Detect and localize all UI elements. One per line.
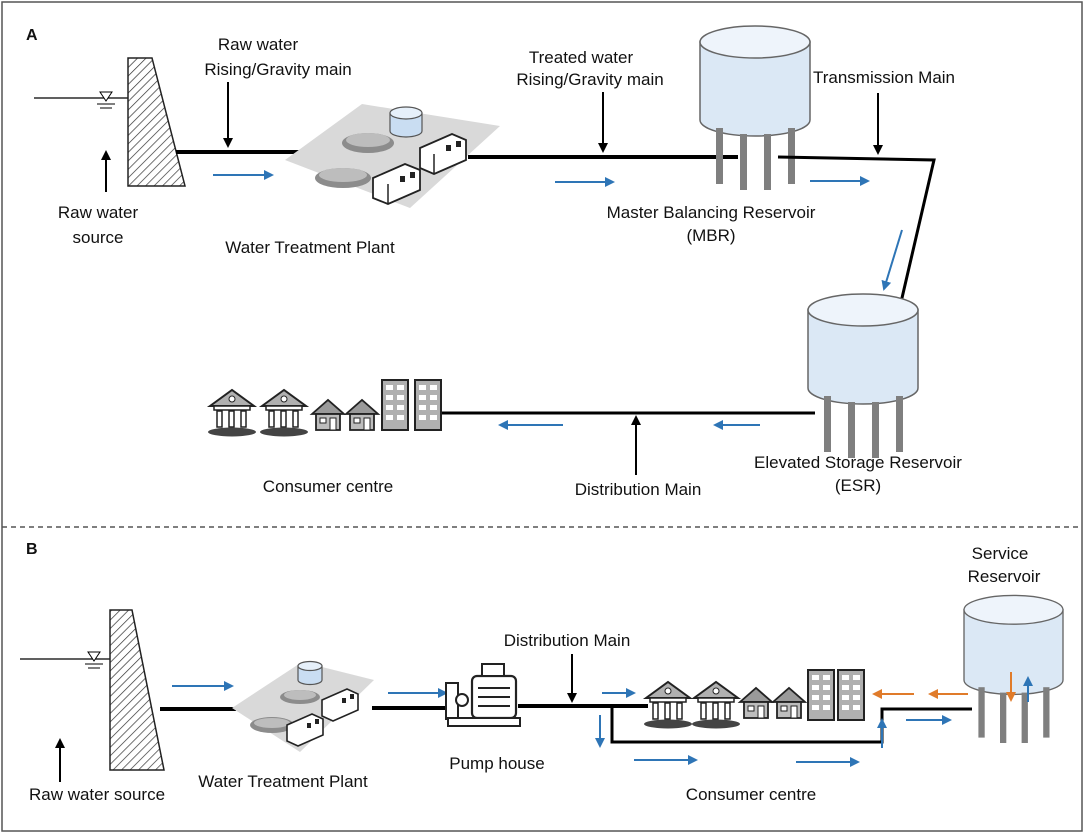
flow-arrow-a4 (881, 229, 903, 291)
pump-house-label: Pump house (449, 754, 544, 773)
treatment-plant-b-label: Water Treatment Plant (198, 772, 368, 791)
service-reservoir-label-line2: Reservoir (968, 567, 1041, 586)
treatment-plant-a-label: Water Treatment Plant (225, 238, 395, 257)
consumer-centre-b-label: Consumer centre (686, 785, 816, 804)
mbr-label-line1: Master Balancing Reservoir (607, 203, 816, 222)
raw-source-a-line1: Raw water (58, 203, 139, 222)
distribution-main-b-label: Distribution Main (504, 631, 631, 650)
treated-main-label-line1: Treated water (529, 48, 634, 67)
distribution-main-a-label: Distribution Main (575, 480, 702, 499)
pump-house-icon (445, 663, 521, 727)
esr-tank-icon (807, 293, 919, 459)
water-treatment-plant-a-icon (285, 104, 500, 208)
treated-main-label-line2: Rising/Gravity main (516, 70, 663, 89)
esr-label-line1: Elevated Storage Reservoir (754, 453, 962, 472)
raw-source-a-line2: source (72, 228, 123, 247)
service-reservoir-label-line1: Service (972, 544, 1029, 563)
raw-water-source-b-icon (20, 609, 165, 771)
mbr-tank-icon (699, 25, 811, 191)
panel-b-label: B (26, 541, 38, 558)
raw-water-source-a-icon (34, 57, 186, 187)
raw-main-label-line1: Raw water (218, 35, 299, 54)
raw-main-label-line2: Rising/Gravity main (204, 60, 351, 79)
esr-label-line2: (ESR) (835, 476, 881, 495)
mbr-label-line2: (MBR) (686, 226, 735, 245)
consumer-centre-a-icon (207, 379, 442, 438)
water-treatment-plant-b-icon (232, 660, 374, 752)
consumer-centre-b-icon (643, 669, 865, 730)
consumer-centre-a-label: Consumer centre (263, 477, 393, 496)
service-reservoir-tank-icon (963, 594, 1064, 744)
transmission-main-label: Transmission Main (813, 68, 955, 87)
raw-source-b-label: Raw water source (29, 785, 165, 804)
panel-a-label: A (26, 27, 38, 44)
